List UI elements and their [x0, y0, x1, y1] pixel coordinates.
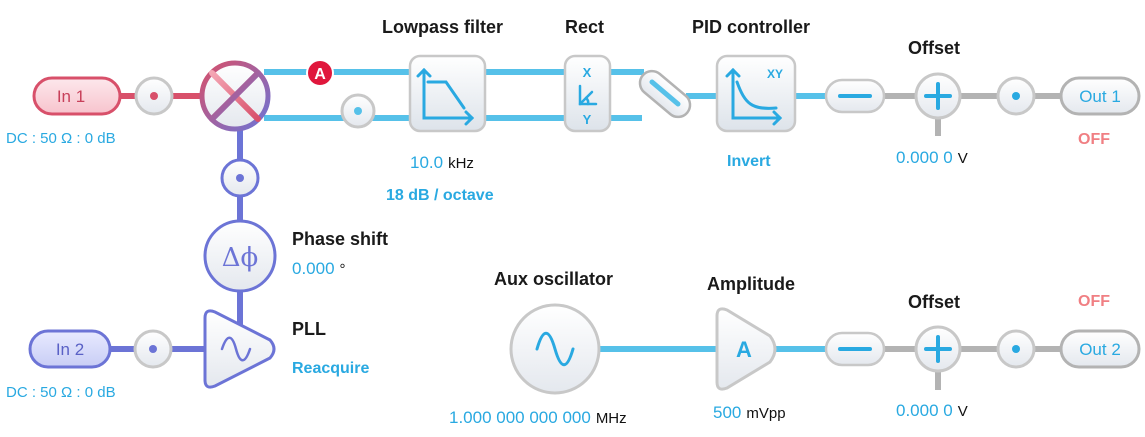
phase-node[interactable]	[220, 158, 260, 198]
output-1-state[interactable]: OFF	[1078, 131, 1110, 148]
pid-xy-label: XY	[767, 67, 783, 81]
rect-y-label: Y	[583, 112, 592, 127]
pll-reacquire[interactable]: Reacquire	[292, 360, 370, 377]
mixer[interactable]	[199, 60, 271, 132]
phase-shift-symbol: Δϕ	[222, 243, 259, 273]
input-2-label: In 2	[56, 340, 84, 359]
input-1-port[interactable]: In 1	[32, 76, 122, 116]
output-1-port[interactable]: Out 1	[1059, 76, 1141, 116]
aux-frequency-unit: MHz	[595, 410, 627, 427]
output-2-port[interactable]: Out 2	[1059, 329, 1141, 369]
phase-shift-title: Phase shift	[292, 229, 389, 249]
phase-shift-block[interactable]: Δϕ	[203, 219, 277, 293]
lowpass-slope[interactable]: 18 dB / octave	[386, 187, 494, 204]
output-2-state[interactable]: OFF	[1078, 293, 1110, 310]
offset-1-unit: V	[957, 150, 968, 167]
pid-controller-block[interactable]: XY	[715, 54, 797, 133]
amplitude-value[interactable]: 500	[713, 403, 742, 422]
input-2-port[interactable]: In 2	[28, 329, 112, 369]
channel-a-badge: A	[306, 59, 334, 87]
polar-to-rect-icon	[578, 84, 598, 106]
output-2-node[interactable]	[996, 329, 1036, 369]
rect-x-label: X	[583, 65, 592, 80]
invert-toggle-1[interactable]	[824, 78, 886, 114]
lowpass-frequency-value[interactable]: 10.0	[410, 153, 444, 172]
output-1-label: Out 1	[1079, 87, 1121, 106]
aux-frequency-value[interactable]: 1.000 000 000 000	[449, 408, 591, 427]
svg-text:A: A	[314, 66, 326, 83]
input-2-info: DC : 50 Ω : 0 dB	[6, 384, 116, 401]
pll-title: PLL	[292, 319, 326, 339]
amplitude-unit: mVpp	[746, 405, 786, 422]
lowpass-title: Lowpass filter	[382, 17, 504, 37]
amplitude-symbol: A	[736, 337, 752, 362]
offset-2-title: Offset	[908, 292, 961, 312]
aux-oscillator-block[interactable]	[509, 303, 601, 395]
offset-1-value[interactable]: 0.000 0	[896, 148, 953, 167]
phase-shift-value[interactable]: 0.000	[292, 259, 335, 278]
pid-response-icon	[725, 67, 783, 126]
amplitude-block[interactable]: A	[715, 307, 777, 391]
phase-shift-unit: °	[339, 261, 346, 278]
lowpass-filter-block[interactable]	[408, 54, 487, 133]
offset-1-adder[interactable]	[914, 72, 962, 120]
output-1-node[interactable]	[996, 76, 1036, 116]
input-1-label: In 1	[57, 87, 85, 106]
offset-2-unit: V	[957, 403, 968, 420]
input-2-node[interactable]	[133, 329, 173, 369]
aux-sine-icon	[535, 331, 575, 367]
pll-block[interactable]	[203, 309, 276, 389]
lowpass-response-icon	[416, 67, 475, 126]
offset-2-adder[interactable]	[914, 325, 962, 373]
amplitude-title: Amplitude	[707, 274, 795, 294]
rect-title: Rect	[565, 17, 605, 37]
phase-shift-readout: 0.000°	[292, 259, 346, 279]
input-1-info: DC : 50 Ω : 0 dB	[6, 130, 116, 147]
input-1-node[interactable]	[134, 76, 174, 116]
signal-switch[interactable]	[635, 66, 695, 122]
pll-sine-icon	[220, 336, 252, 362]
offset-2-value[interactable]: 0.000 0	[896, 401, 953, 420]
mixer-quadrature-node[interactable]	[340, 93, 376, 129]
pid-title: PID controller	[692, 17, 811, 37]
offset-1-title: Offset	[908, 38, 961, 58]
invert-toggle-2[interactable]	[824, 331, 886, 367]
lowpass-frequency-unit: kHz	[448, 155, 474, 172]
aux-oscillator-title: Aux oscillator	[494, 269, 614, 289]
rect-block[interactable]: X Y	[563, 54, 612, 133]
output-2-label: Out 2	[1079, 340, 1121, 359]
pid-mode[interactable]: Invert	[727, 153, 771, 170]
